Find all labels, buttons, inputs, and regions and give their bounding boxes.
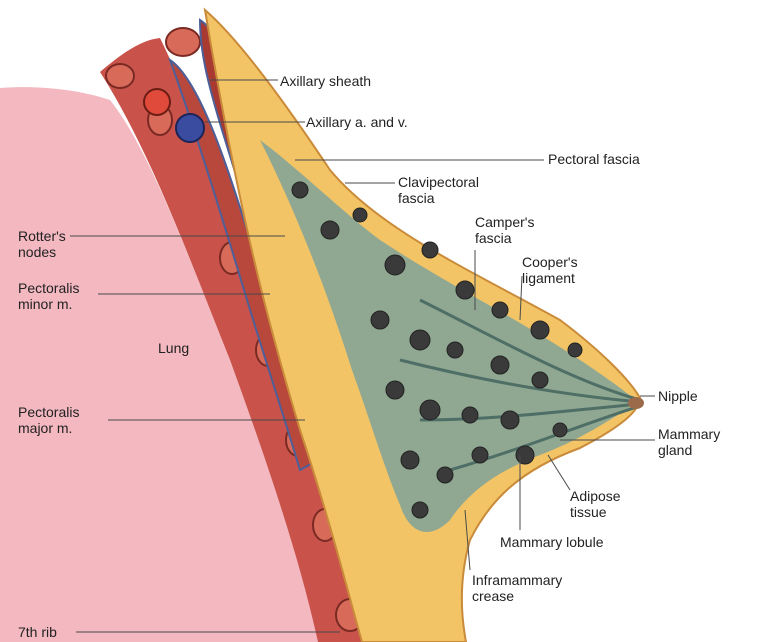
label-pectoral-fascia: Pectoral fascia [548,151,640,167]
label-axillary-sheath: Axillary sheath [280,73,371,89]
nipple-shape [628,397,644,409]
label-lung: Lung [158,340,189,356]
axillary-vein [176,114,204,142]
label-nipple: Nipple [658,388,698,404]
label-axillary-vessels: Axillary a. and v. [306,114,408,130]
label-seventh-rib: 7th rib [18,624,57,640]
axillary-artery [144,89,170,115]
label-mammary-lobule: Mammary lobule [500,534,603,550]
